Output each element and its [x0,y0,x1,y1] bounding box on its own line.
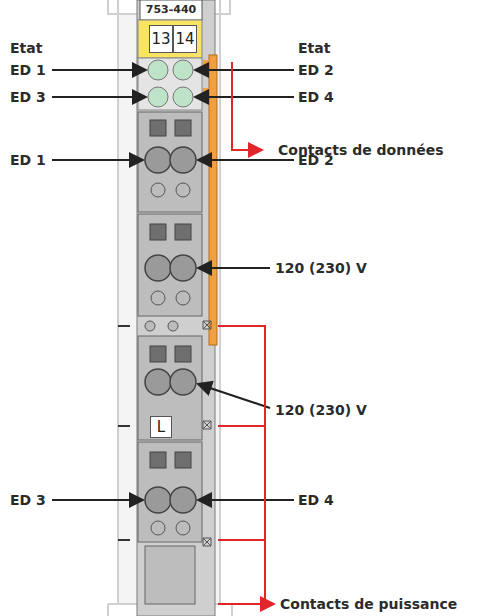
terminal-marker: 13 [149,25,173,53]
signal-label: ED 2 [298,152,334,168]
signal-label: ED 1 [10,152,46,168]
marker-number: 14 [175,30,194,48]
terminal-marker: L [150,416,172,438]
status-label: Etat [10,40,42,56]
voltage-label: 120 (230) V [275,402,367,418]
signal-label: ED 4 [298,492,334,508]
signal-label: ED 3 [10,89,46,105]
signal-label: ED 2 [298,62,334,78]
part-number: 753-440 [146,2,197,18]
marker-number: L [157,418,165,436]
voltage-label: 120 (230) V [275,260,367,276]
bracket-label: Contacts de puissance [280,596,457,612]
signal-label: ED 1 [10,62,46,78]
marker-number: 13 [151,30,170,48]
status-label: Etat [298,40,330,56]
signal-label: ED 3 [10,492,46,508]
terminal-marker: 14 [173,25,197,53]
signal-label: ED 4 [298,89,334,105]
